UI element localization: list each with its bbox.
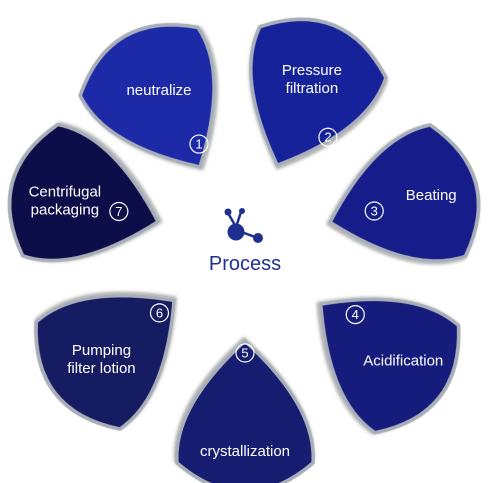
step-1-number-circle xyxy=(189,134,209,154)
step-2-number: 2 xyxy=(324,130,331,145)
step-5-label: crystallization xyxy=(200,443,290,460)
step-4-number: 4 xyxy=(352,307,359,322)
step-4-label: Acidification xyxy=(363,353,443,370)
step-2-number-circle xyxy=(318,127,338,147)
step-6-number: 6 xyxy=(156,305,163,320)
step-7-shape xyxy=(7,122,161,263)
step-6-number-circle xyxy=(149,303,170,323)
step-3-shape xyxy=(327,123,481,263)
step-3-number-circle xyxy=(364,201,384,221)
step-1-number: 1 xyxy=(195,137,202,152)
step-7-label: Centrifugal xyxy=(29,183,102,200)
step-1-shape xyxy=(78,23,216,170)
step-7-number: 7 xyxy=(115,204,122,219)
step-2-label: filtration xyxy=(286,80,339,97)
step-7-label: packaging xyxy=(31,201,99,218)
step-1-label: neutralize xyxy=(126,82,191,99)
step-5-number: 5 xyxy=(241,346,248,361)
step-5-number-circle xyxy=(235,343,255,363)
step-7-number-circle xyxy=(109,201,129,222)
step-4-shape xyxy=(318,297,461,435)
step-6-label: filter lotion xyxy=(67,360,135,377)
step-6-label: Pumping xyxy=(72,342,131,359)
center-title: Process xyxy=(209,253,281,275)
step-5-shape xyxy=(175,338,315,483)
molecule-icon xyxy=(224,208,263,243)
step-2-label: Pressure xyxy=(282,62,342,79)
step-6-shape xyxy=(34,293,176,431)
step-3: Beating 3 xyxy=(327,123,481,263)
step-3-label: Beating xyxy=(406,187,457,204)
step-4: Acidification 4 xyxy=(318,297,461,435)
step-4-number-circle xyxy=(345,304,365,325)
step-3-number: 3 xyxy=(371,204,378,219)
step-1: neutralize 1 xyxy=(78,23,216,170)
step-5: crystallization 5 xyxy=(175,338,315,483)
center-hub: Process xyxy=(209,208,281,275)
step-2-shape xyxy=(249,17,388,168)
